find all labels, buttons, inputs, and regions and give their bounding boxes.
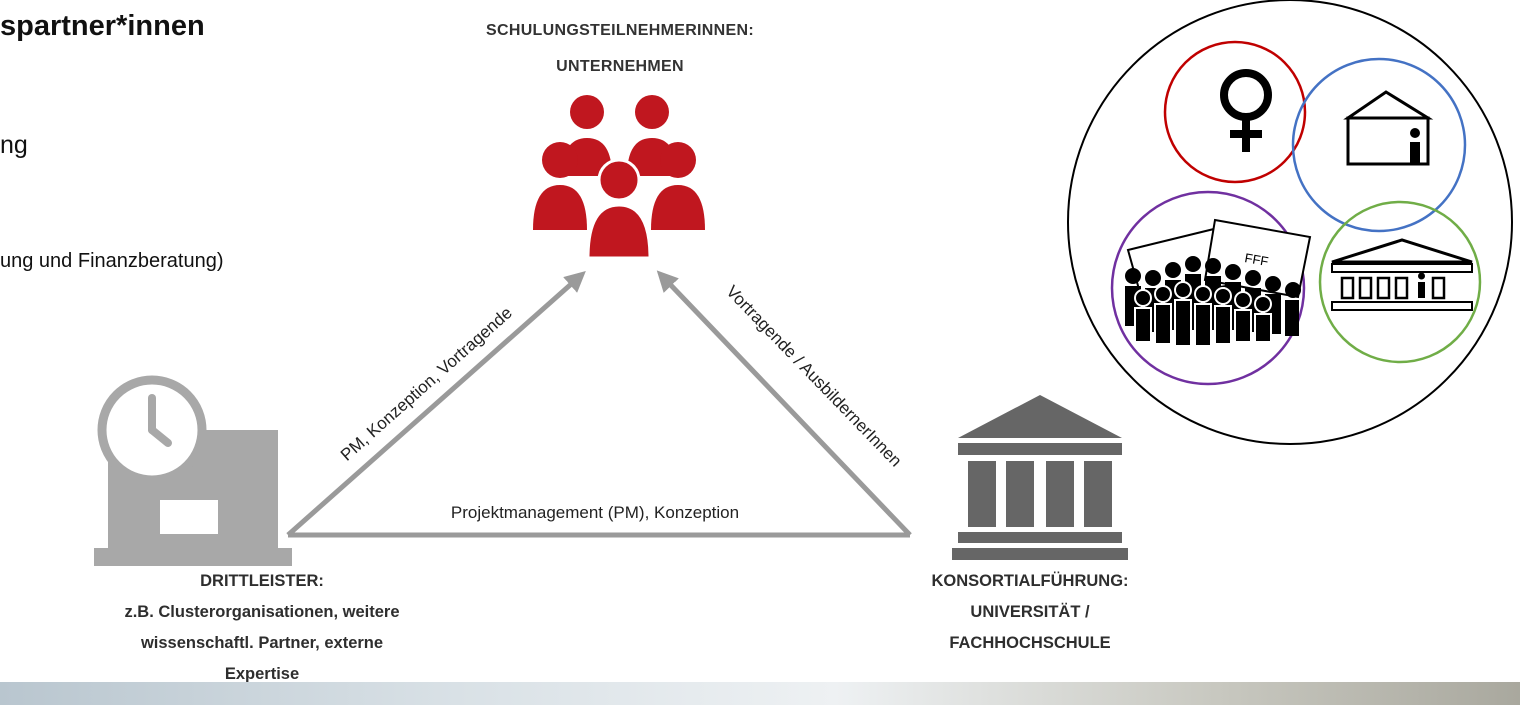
protest-sign-text: FFF bbox=[1243, 250, 1269, 269]
left-node-line2: wissenschaftl. Partner, externe bbox=[140, 634, 384, 652]
left-node-line1: z.B. Clusterorganisationen, weitere bbox=[124, 603, 400, 621]
venn-symbol-group: FFF bbox=[1067, 0, 1513, 445]
info-house-icon bbox=[1343, 90, 1434, 166]
right-node-caption: KONSORTIALFÜHRUNG: UNIVERSITÄT / FACHHOC… bbox=[900, 566, 1160, 659]
people-group-icon bbox=[533, 95, 705, 260]
bottom-background-band bbox=[0, 682, 1520, 705]
outer-circle bbox=[1067, 0, 1513, 445]
museum-info-icon bbox=[1331, 238, 1473, 311]
left-node-header: DRITTLEISTER: bbox=[200, 572, 324, 590]
right-edge-label: Vortragende / AusbildernerInnen bbox=[722, 282, 905, 471]
info-house-i-dot bbox=[1410, 128, 1420, 138]
right-node-line2: FACHHOCHSCHULE bbox=[949, 634, 1111, 652]
museum-circle bbox=[1318, 200, 1482, 364]
bottom-edge-label: Projektmanagement (PM), Konzeption bbox=[451, 503, 739, 522]
text-fragment-finanzberatung: ung und Finanzberatung) bbox=[0, 250, 224, 272]
clock-laptop-icon bbox=[94, 375, 292, 566]
right-arrow bbox=[656, 270, 912, 537]
info-house-i-stem bbox=[1410, 142, 1420, 164]
left-arrow bbox=[286, 271, 586, 537]
left-node-caption: DRITTLEISTER: z.B. Clusterorganisationen… bbox=[90, 566, 434, 690]
top-node-header-line2: UNTERNEHMEN bbox=[556, 58, 684, 75]
protest-crowd-icon: FFF bbox=[1125, 218, 1312, 347]
protest-circle bbox=[1110, 190, 1306, 386]
university-building-icon bbox=[952, 395, 1128, 560]
right-node-line1: UNIVERSITÄT / bbox=[970, 603, 1090, 621]
left-node-line3: Expertise bbox=[224, 665, 300, 683]
info-building-circle bbox=[1291, 57, 1467, 233]
left-edge-label: PM, Konzeption, Vortragende bbox=[337, 303, 516, 464]
partner-heading: spartner*innen bbox=[0, 10, 205, 42]
edge-lines bbox=[286, 270, 912, 538]
text-fragment-ng: ng bbox=[0, 131, 28, 159]
female-symbol-icon bbox=[1220, 69, 1272, 152]
top-node-header-line1: SCHULUNGSTEILNEHMERINNEN: bbox=[486, 22, 754, 39]
right-node-header: KONSORTIALFÜHRUNG: bbox=[931, 572, 1129, 590]
female-circle bbox=[1163, 40, 1307, 184]
